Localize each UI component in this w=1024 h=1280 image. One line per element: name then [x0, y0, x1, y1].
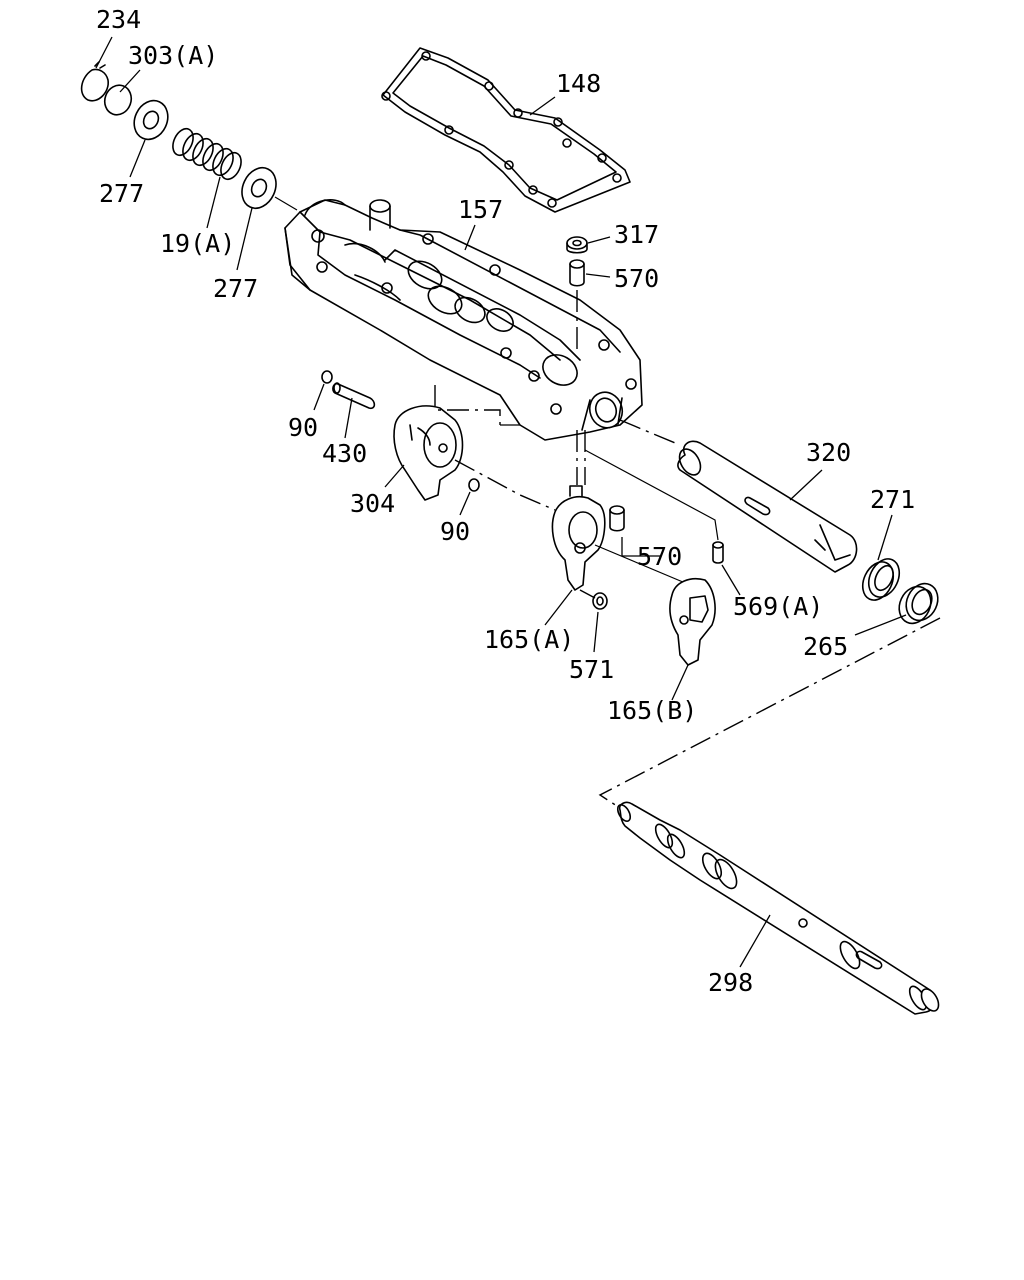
spring-19a[interactable] [169, 126, 245, 183]
callout-304: 304 [350, 489, 395, 518]
callout-165b: 165(B) [607, 696, 697, 725]
bearing-265[interactable] [893, 578, 943, 628]
callout-570-top: 570 [614, 264, 659, 293]
washer-277-lower[interactable] [236, 162, 283, 214]
gasket-148[interactable] [381, 47, 631, 213]
callout-234: 234 [96, 5, 141, 34]
callout-320: 320 [806, 438, 851, 467]
pin-569a[interactable] [712, 541, 724, 564]
lever-165a[interactable] [551, 485, 606, 591]
callout-571: 571 [569, 655, 614, 684]
pin-430[interactable] [332, 382, 376, 410]
callout-277-top: 277 [99, 179, 144, 208]
ring-303a[interactable] [101, 81, 136, 118]
callout-317: 317 [614, 220, 659, 249]
washer-277-top[interactable] [128, 95, 174, 145]
callout-90-upper: 90 [288, 413, 318, 442]
callout-19a: 19(A) [160, 229, 235, 258]
nut-317[interactable] [566, 236, 588, 254]
callout-271: 271 [870, 485, 915, 514]
callout-148: 148 [556, 69, 601, 98]
callout-277-lower: 277 [213, 274, 258, 303]
callout-265: 265 [803, 632, 848, 661]
callout-157: 157 [458, 195, 503, 224]
pin-570-lower[interactable] [609, 505, 625, 532]
tube-320[interactable] [675, 440, 858, 573]
callout-303a: 303(A) [128, 41, 218, 70]
callout-430: 430 [322, 439, 367, 468]
o-ring-90-upper[interactable] [321, 370, 333, 384]
housing-157[interactable] [284, 199, 643, 441]
callout-90-lower: 90 [440, 517, 470, 546]
lever-165b[interactable] [669, 578, 716, 666]
callout-569a: 569(A) [733, 592, 823, 621]
callout-165a: 165(A) [484, 625, 574, 654]
pin-570-top[interactable] [569, 259, 585, 287]
shaft-298[interactable] [615, 801, 942, 1015]
bushing-571[interactable] [592, 592, 608, 610]
callout-570-lower: 570 [637, 542, 682, 571]
o-ring-90-lower[interactable] [468, 478, 480, 492]
bearing-271[interactable] [857, 554, 905, 605]
block-304[interactable] [393, 405, 464, 501]
callout-298: 298 [708, 968, 753, 997]
snap-ring-234[interactable] [80, 61, 109, 102]
